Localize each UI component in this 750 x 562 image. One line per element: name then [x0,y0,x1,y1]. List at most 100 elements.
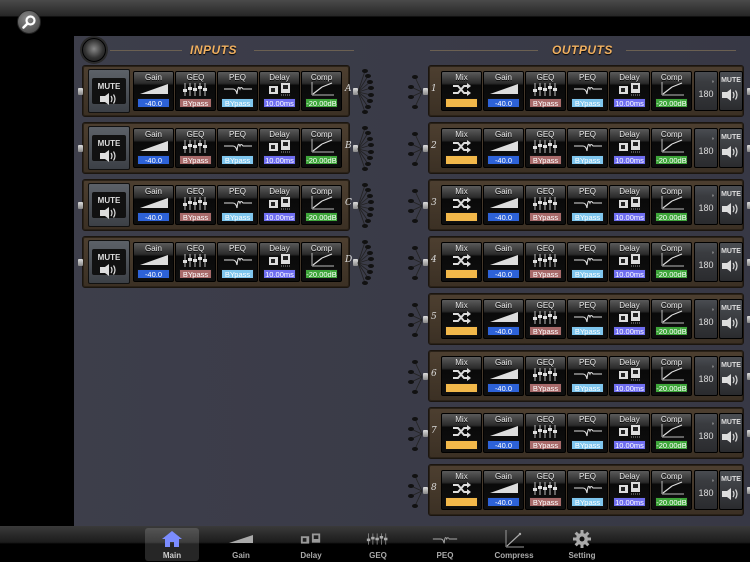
mute-button[interactable]: MUTE [88,183,130,227]
comp-module[interactable]: Comp-20.00dB [651,128,692,168]
mute-button[interactable]: MUTE [719,356,743,396]
gain-module[interactable]: Gain-40.0 [483,299,524,339]
routing-fan-icon[interactable] [357,239,377,287]
gain-module[interactable]: Gain-40.0 [483,128,524,168]
comp-module[interactable]: Comp-20.00dB [651,356,692,396]
routing-fan-icon[interactable] [357,182,377,230]
phase-button[interactable]: 180° [694,299,718,339]
search-button[interactable] [17,10,41,34]
routing-fan-icon[interactable] [357,125,377,173]
routing-fan-icon[interactable] [407,74,423,110]
mix-module[interactable]: Mix [441,413,482,453]
mix-module[interactable]: Mix [441,71,482,111]
tab-setting[interactable]: Setting [555,528,609,561]
routing-fan-icon[interactable] [357,68,377,116]
mute-button[interactable]: MUTE [719,71,743,111]
comp-module[interactable]: Comp-20.00dB [651,413,692,453]
comp-module[interactable]: Comp-20.00dB [651,299,692,339]
mute-button[interactable]: MUTE [88,69,130,113]
comp-module[interactable]: Comp-20.00dB [301,71,342,111]
tab-peq[interactable]: PEQ [418,528,472,561]
phase-button[interactable]: 180° [694,356,718,396]
mute-button[interactable]: MUTE [719,185,743,225]
comp-module[interactable]: Comp-20.00dB [651,242,692,282]
mute-button[interactable]: MUTE [719,242,743,282]
mute-button[interactable]: MUTE [88,240,130,284]
gain-module[interactable]: Gain-40.0 [133,185,174,225]
routing-fan-icon[interactable] [407,473,423,509]
routing-fan-icon[interactable] [407,188,423,224]
mix-module[interactable]: Mix [441,128,482,168]
routing-fan-icon[interactable] [407,416,423,452]
mix-module[interactable]: Mix [441,470,482,510]
mute-button[interactable]: MUTE [88,126,130,170]
tab-compress[interactable]: Compress [487,528,541,561]
gain-module[interactable]: Gain-40.0 [483,413,524,453]
tab-geq[interactable]: GEQ [351,528,405,561]
comp-module[interactable]: Comp-20.00dB [651,71,692,111]
comp-module[interactable]: Comp-20.00dB [651,470,692,510]
comp-module[interactable]: Comp-20.00dB [301,128,342,168]
tab-gain[interactable]: Gain [214,528,268,561]
routing-fan-icon[interactable] [407,359,423,395]
comp-module[interactable]: Comp-20.00dB [651,185,692,225]
gain-module[interactable]: Gain-40.0 [133,71,174,111]
phase-button[interactable]: 180° [694,470,718,510]
phase-button[interactable]: 180° [694,242,718,282]
mute-button[interactable]: MUTE [719,413,743,453]
routing-fan-icon[interactable] [407,245,423,281]
gain-module[interactable]: Gain-40.0 [483,242,524,282]
routing-fan-icon[interactable] [407,302,423,338]
gain-module[interactable]: Gain-40.0 [483,71,524,111]
phase-button[interactable]: 180° [694,128,718,168]
phase-button[interactable]: 180° [694,413,718,453]
gain-module[interactable]: Gain-40.0 [483,470,524,510]
tab-main[interactable]: Main [145,528,199,561]
gain-module[interactable]: Gain-40.0 [133,128,174,168]
mix-module[interactable]: Mix [441,299,482,339]
master-knob[interactable] [82,38,106,62]
mute-button[interactable]: MUTE [719,128,743,168]
phase-button[interactable]: 180° [694,185,718,225]
gain-module[interactable]: Gain-40.0 [133,242,174,282]
mute-button[interactable]: MUTE [719,470,743,510]
routing-fan-icon[interactable] [407,131,423,167]
mix-module[interactable]: Mix [441,185,482,225]
comp-module[interactable]: Comp-20.00dB [301,242,342,282]
tab-delay[interactable]: Delay [284,528,338,561]
gain-module[interactable]: Gain-40.0 [483,356,524,396]
